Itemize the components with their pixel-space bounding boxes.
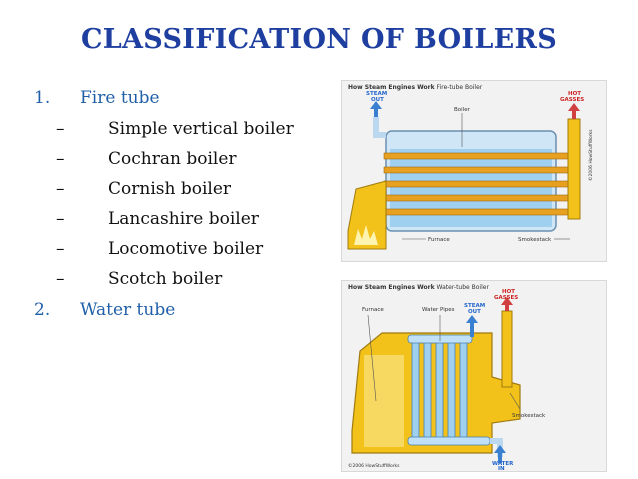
label-hot-2: GASSES — [494, 295, 518, 301]
furnace-leader — [367, 314, 377, 402]
water-tube-boiler-figure: How Steam Engines Work Water-tube Boiler… — [341, 280, 607, 472]
list-marker: – — [56, 149, 65, 169]
list-text: Simple vertical boiler — [108, 119, 294, 139]
label-hot-1: HOT — [502, 289, 515, 295]
smokestack-leader — [509, 392, 521, 410]
water-pipe — [435, 336, 444, 442]
water-tube-diagram: Furnace Water Pipes STEAM OUT HOT GASSES… — [348, 289, 546, 471]
list-marker: – — [56, 269, 65, 289]
fire-tube — [383, 180, 569, 188]
label-smokestack: Smokestack — [518, 237, 552, 243]
water-pipe — [423, 336, 432, 442]
fire-tube — [383, 166, 569, 174]
fire-tube — [383, 208, 569, 216]
water-in-arrowhead — [494, 445, 506, 453]
fire-tube — [383, 152, 569, 160]
list-marker: 1. — [34, 88, 51, 108]
fire-tube — [383, 194, 569, 202]
fire-tube-diagram: STEAM OUT Boiler HOT GASSES Furnace Smok… — [347, 91, 594, 250]
label-hot-1: HOT — [568, 91, 581, 97]
list-marker: – — [56, 179, 65, 199]
smokestack — [567, 118, 581, 220]
list-text: Lancashire boiler — [108, 209, 259, 229]
label-furnace: Furnace — [362, 307, 384, 313]
list-text: Cornish boiler — [108, 179, 232, 199]
list-marker: – — [56, 209, 65, 229]
fire-tube-boiler-figure: How Steam Engines Work Fire-tube Boiler … — [341, 80, 607, 262]
figure-header: How Steam Engines Work Water-tube Boiler — [348, 284, 489, 291]
label-water-pipes: Water Pipes — [422, 307, 455, 313]
list-marker: 2. — [34, 300, 51, 320]
steam-pipe — [373, 117, 386, 138]
label-water-in-2: IN — [498, 466, 505, 471]
furnace-flames — [354, 225, 378, 245]
list-marker: – — [56, 239, 65, 259]
slide-title: CLASSIFICATION OF BOILERS — [80, 24, 558, 55]
label-steam-out-1: STEAM — [366, 91, 387, 97]
list-text: Cochran boiler — [108, 149, 237, 169]
figure-brand: How Steam Engines Work — [348, 84, 435, 91]
label-steam-out-2: OUT — [468, 309, 481, 315]
water-drum-bottom — [407, 436, 491, 446]
smokestack — [501, 310, 513, 388]
water-pipe — [459, 336, 468, 442]
hot-gasses-arrowhead — [568, 103, 580, 111]
water-area — [390, 149, 552, 227]
list-text: Scotch boiler — [108, 269, 223, 289]
label-steam-out-2: OUT — [371, 97, 384, 103]
label-water-in-1: WATER — [492, 461, 514, 467]
list-marker: – — [56, 119, 65, 139]
figure-caption: Fire-tube Boiler — [436, 84, 483, 91]
list-text: Locomotive boiler — [108, 239, 264, 259]
label-boiler: Boiler — [454, 107, 471, 113]
steam-out-arrowhead — [370, 101, 382, 109]
water-pipe — [447, 336, 456, 442]
figure-caption: Water-tube Boiler — [436, 284, 489, 291]
water-pipe — [411, 336, 420, 442]
list-text: Water tube — [80, 300, 176, 320]
steam-out-arrowhead — [466, 315, 478, 323]
furnace-chamber — [364, 355, 404, 447]
hot-gasses-arrowhead — [501, 297, 513, 305]
label-furnace: Furnace — [428, 237, 450, 243]
figure-credit: ©2006 HowStuffWorks — [587, 129, 594, 181]
label-hot-2: GASSES — [560, 97, 584, 103]
figure-header: How Steam Engines Work Fire-tube Boiler — [348, 84, 482, 91]
figure-credit: ©2006 HowStuffWorks — [348, 462, 400, 469]
figure-brand: How Steam Engines Work — [348, 284, 435, 291]
label-smokestack: Smokestack — [512, 413, 546, 419]
label-steam-out-1: STEAM — [464, 303, 485, 309]
list-text: Fire tube — [80, 88, 160, 108]
